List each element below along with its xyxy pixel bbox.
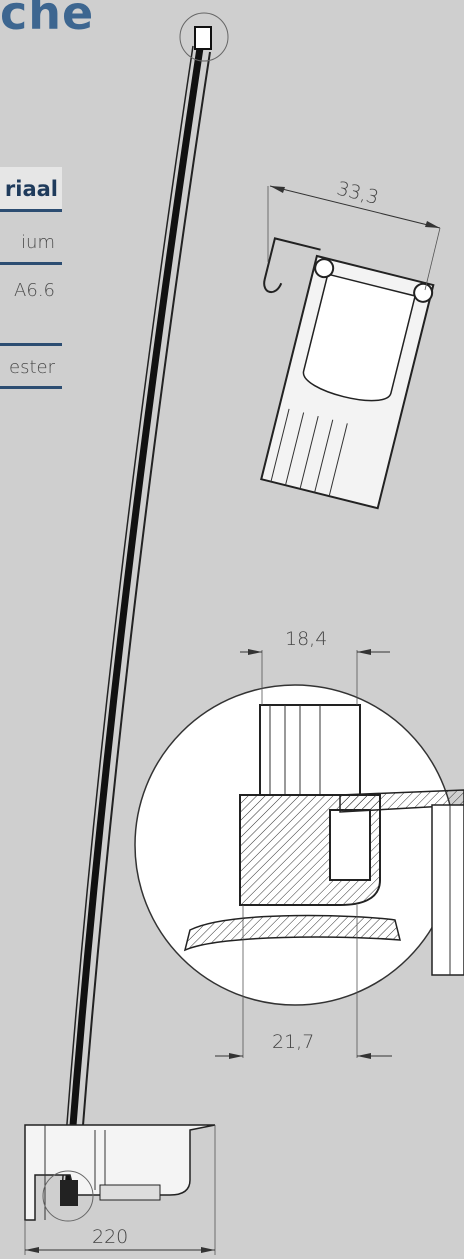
dimension-21-7: 21,7 (215, 905, 392, 1059)
material-row-divider (0, 262, 62, 265)
base-cassette (24, 1124, 216, 1222)
material-row-2: A6.6 (14, 280, 55, 301)
top-end-cap (179, 12, 229, 62)
page-title: che (0, 0, 95, 40)
dimension-label-base: 220 (92, 1226, 128, 1248)
top-profile-detail (260, 237, 435, 510)
material-row-divider (0, 386, 62, 389)
dimension-label-upper: 18,4 (285, 628, 327, 650)
material-row-divider (0, 343, 62, 346)
material-row-3: ester (9, 357, 55, 378)
dimension-label-top: 33,3 (335, 177, 381, 209)
material-table-header: riaal (0, 167, 62, 212)
dimension-220: 220 (24, 1125, 216, 1255)
bottom-section-detail (134, 684, 464, 1006)
dimension-label-lower: 21,7 (272, 1031, 314, 1053)
material-row-1: ium (21, 232, 55, 253)
curved-arm (61, 45, 211, 1191)
dimension-18-4: 18,4 (240, 628, 390, 705)
